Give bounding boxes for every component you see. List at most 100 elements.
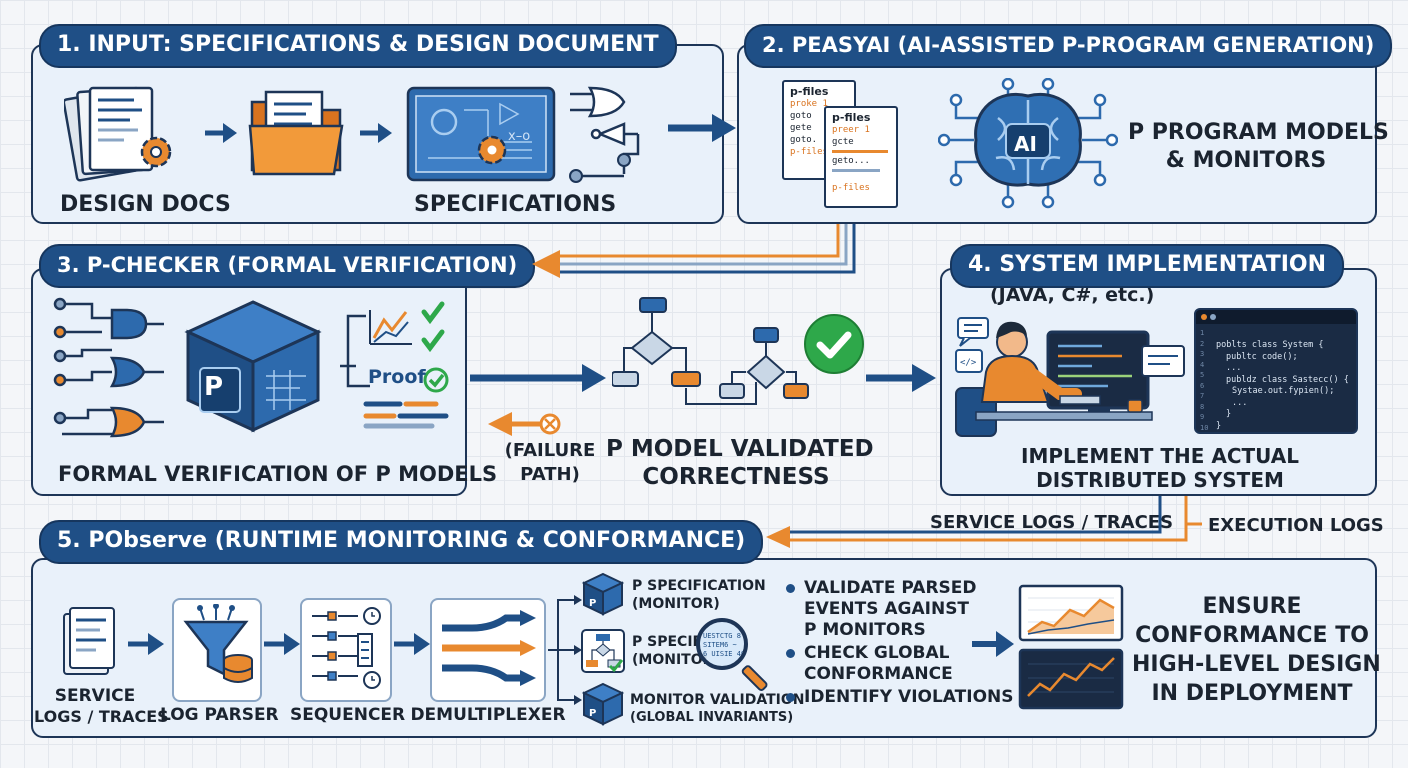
stage-demux-label: DEMULTIPLEXER: [410, 705, 566, 725]
code-line: publdz class Sastecc() {: [1226, 374, 1349, 385]
proof-label: Proof: [368, 366, 426, 388]
result-line4: IN DEPLOYMENT: [1151, 681, 1353, 706]
ai-label: AI: [1014, 132, 1037, 156]
logic-gates-icon: [53, 297, 164, 438]
failure-path-line1: (FAILURE: [504, 440, 596, 461]
magnifier-icon: UESTCTG 8 SITEM6 ~ 6 UISIE 406: [692, 616, 778, 694]
bullet-line: P MONITORS: [804, 620, 926, 640]
code-line: Systae.out.fypien();: [1232, 386, 1335, 396]
p-file-line: gcte: [832, 137, 854, 147]
arrow-right-icon: [394, 633, 430, 655]
code-line: ...: [1226, 363, 1242, 373]
blueprint-icon: x–o: [406, 86, 556, 182]
pobserve-title-prefix: 5. PObserve: [57, 528, 208, 553]
p-program-models-line1: P PROGRAM MODELS: [1128, 120, 1389, 145]
result-line1: ENSURE: [1202, 594, 1302, 619]
section-title-pobserve: 5. PObserve (RUNTIME MONITORING & CONFOR…: [39, 520, 764, 564]
stage-sequencer-label: SEQUENCER: [290, 705, 406, 725]
p-file-line: goto.: [790, 135, 818, 145]
implementation-caption2: DISTRIBUTED SYSTEM: [1036, 468, 1284, 492]
line-number: 4: [1200, 360, 1205, 369]
p-file-line: goto: [790, 111, 812, 121]
arrow-validated-to-implementation: [866, 364, 936, 392]
code-line: }: [1226, 409, 1232, 419]
arrow-failure-path: [488, 412, 561, 436]
log-file-icon: [63, 607, 115, 675]
line-number: 8: [1200, 402, 1205, 411]
magnifier-handle: [740, 663, 770, 693]
flowchart-icon: [612, 297, 809, 405]
failure-path-line2: PATH): [520, 464, 580, 485]
logic-gates-icon: [569, 86, 640, 183]
code-body: poblts class System { publtc code(); ...…: [1216, 340, 1349, 432]
demux-arrows-icon: [442, 610, 536, 686]
pobserve-bullets: VALIDATE PARSED EVENTS AGAINST P MONITOR…: [784, 578, 1014, 710]
monitor-2-line2: (MONITOI: [632, 652, 708, 668]
line-number: 10: [1200, 423, 1209, 432]
funnel-database-icon: [183, 604, 253, 683]
p-file-line: p-files: [790, 147, 828, 157]
demux-branch-icon: [548, 595, 582, 705]
monitor-2-line1: P SPECIF: [632, 634, 703, 650]
implementation-caption1: IMPLEMENT THE ACTUAL: [1021, 444, 1299, 468]
p-file-line: gete: [790, 123, 812, 133]
section-title-peasyai: 2. PEASYAI (AI-ASSISTED P-PROGRAM GENERA…: [744, 24, 1393, 68]
monitor-flow-icon: [581, 629, 625, 673]
pchecker-caption: FORMAL VERIFICATION OF P MODELS: [58, 462, 498, 486]
code-line: }: [1216, 420, 1222, 431]
arrow-right-icon: [972, 631, 1014, 657]
line-number: 2: [1200, 339, 1205, 348]
design-docs-label: DESIGN DOCS: [60, 192, 231, 217]
p-files-icon: p-files proke 1 goto gete goto. p-files …: [782, 80, 902, 210]
bullet-global: CHECK GLOBAL CONFORMANCE: [784, 643, 1014, 685]
specifications-label: SPECIFICATIONS: [414, 192, 617, 217]
magnifier-text: UESTCTG 8 SITEM6 ~ 6 UISIE 406: [703, 632, 746, 658]
monitor-cube-icon: P: [582, 572, 624, 616]
section-title-pchecker: 3. P-CHECKER (FORMAL VERIFICATION): [39, 244, 536, 288]
section-title-implementation: 4. SYSTEM IMPLEMENTATION: [950, 244, 1345, 288]
line-number: 7: [1200, 392, 1205, 400]
section-title-input: 1. INPUT: SPECIFICATIONS & DESIGN DOCUME…: [39, 24, 677, 68]
chart-icon: [340, 301, 449, 429]
line-number: 3: [1200, 350, 1205, 358]
svg-text:</>: </>: [960, 358, 977, 368]
implementation-subtitle: (JAVA, C#, etc.): [990, 284, 1155, 306]
line-number: 6: [1200, 381, 1205, 390]
p-file-bar: [832, 169, 880, 172]
window-dot: [1210, 314, 1216, 320]
svg-text:P: P: [589, 708, 596, 719]
arrow-right-icon: [128, 633, 164, 655]
p-file-title: p-files: [832, 111, 871, 124]
line-chart-icon: [1018, 584, 1124, 710]
bullet-violations: IDENTIFY VIOLATIONS: [784, 687, 1014, 708]
arrow-right-icon: [205, 123, 237, 143]
execution-logs-label: EXECUTION LOGS: [1208, 515, 1384, 536]
result-line2: CONFORMANCE TO: [1135, 623, 1369, 648]
check-circle-icon: [804, 314, 864, 374]
sequencer-icon: [312, 607, 381, 689]
monitor-1-line2: (MONITOR): [632, 596, 720, 612]
code-line: poblts class System {: [1216, 340, 1324, 350]
code-gutter: 1 2 3 4 5 6 7 8 9 10: [1200, 328, 1209, 432]
validated-line2: CORRECTNESS: [642, 464, 830, 490]
monitor-cube-icon: P: [582, 682, 624, 726]
stage-logs-line2: LOGS / TRACES: [34, 707, 169, 726]
p-cube-letter: P: [204, 372, 224, 402]
p-file-line: p-files: [832, 183, 870, 193]
bullet-line: EVENTS AGAINST: [804, 599, 970, 619]
code-window-icon: 1 2 3 4 5 6 7 8 9 10 poblts class System…: [1194, 308, 1358, 434]
monitor-3-line2: (GLOBAL INVARIANTS): [630, 710, 794, 725]
arrow-peasyai-to-pchecker: [560, 224, 856, 274]
documents-gear-icon: [64, 86, 172, 182]
bullet-line: VALIDATE PARSED: [804, 578, 977, 598]
code-line: ...: [1232, 397, 1248, 408]
service-logs-label: SERVICE LOGS / TRACES: [930, 512, 1174, 533]
arrow-head-pchecker: [532, 250, 560, 278]
p-program-models-line2: & MONITORS: [1165, 148, 1327, 173]
arrow-right-icon: [264, 633, 300, 655]
arrow-pchecker-to-validated: [470, 364, 606, 392]
arrow-right-icon: [360, 123, 392, 143]
result-line3: HIGH-LEVEL DESIGN: [1132, 652, 1381, 677]
p-file-line: preer 1: [832, 125, 870, 135]
magnifier-lens: UESTCTG 8 SITEM6 ~ 6 UISIE 406: [696, 618, 748, 670]
